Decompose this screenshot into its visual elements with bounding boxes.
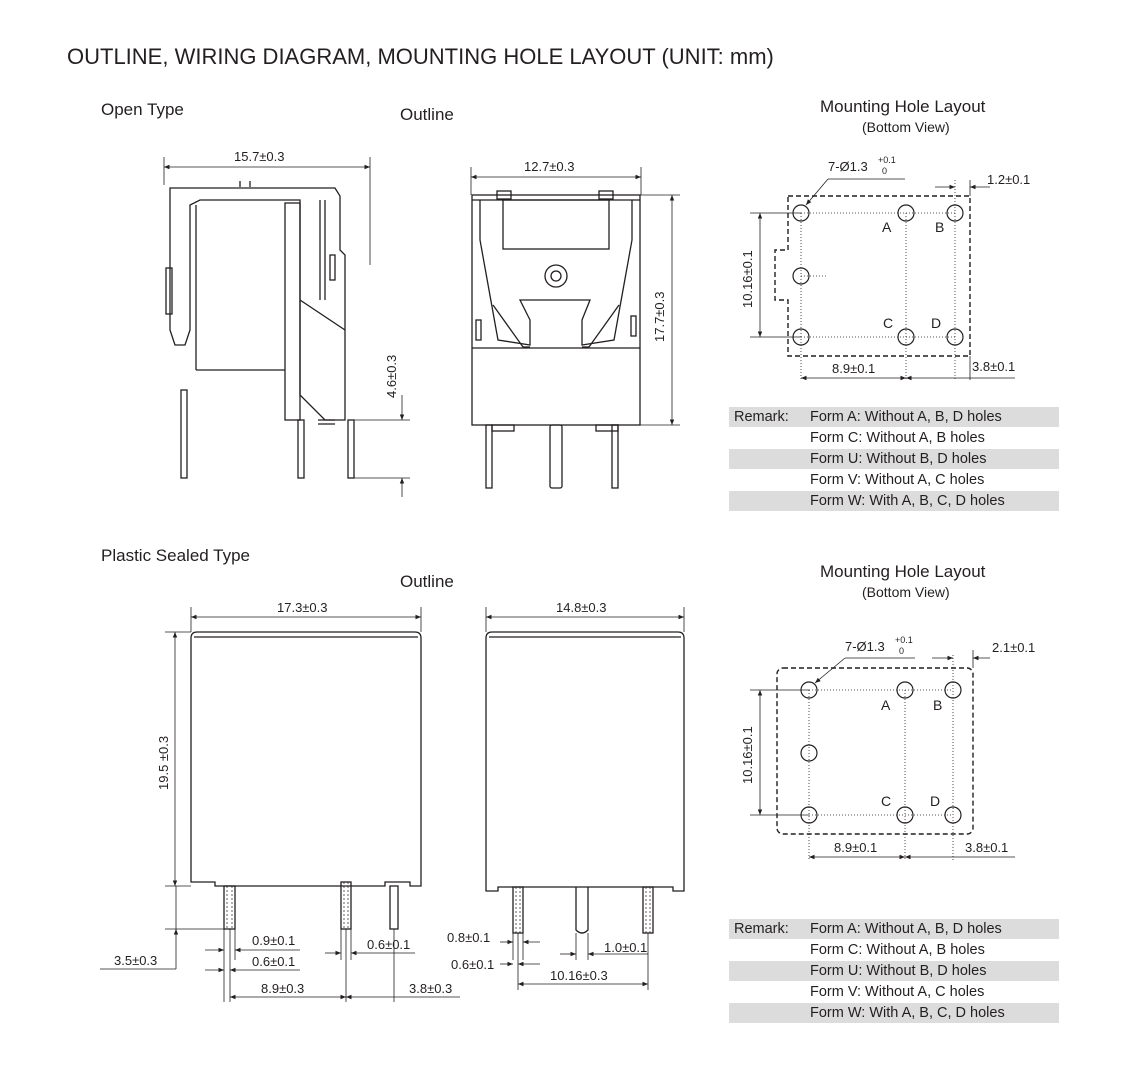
remark-text: Form V: Without A, C holes <box>810 472 985 488</box>
plastic-front-span-label: 10.16±0.3 <box>550 968 608 983</box>
remark-text: Form V: Without A, C holes <box>810 984 985 1000</box>
remark-row: Form V: Without A, C holes <box>729 982 1059 1003</box>
remark-row: Form V: Without A, C holes <box>729 470 1059 491</box>
remark-text: Form W: With A, B, C, D holes <box>810 493 1005 509</box>
plastic-spacing2-label: 3.8±0.3 <box>409 981 452 996</box>
plastic-hole-tol-bot: 0 <box>899 646 904 656</box>
remark-text: Form A: Without A, B, D holes <box>810 409 1002 425</box>
open-width-side-label: 15.7±0.3 <box>234 149 285 164</box>
remark-text: Form C: Without A, B holes <box>810 430 985 446</box>
page-title: OUTLINE, WIRING DIAGRAM, MOUNTING HOLE L… <box>67 44 774 69</box>
remark-text: Form W: With A, B, C, D holes <box>810 1005 1005 1021</box>
remark-row: Form W: With A, B, C, D holes <box>729 491 1059 512</box>
open-remarks-table: Remark: Form A: Without A, B, D holes For… <box>729 407 1059 512</box>
remark-row: Form C: Without A, B holes <box>729 940 1059 961</box>
open-mounting-title: Mounting Hole Layout <box>820 97 986 116</box>
remark-row: Form U: Without B, D holes <box>729 449 1059 470</box>
plastic-hole-a: A <box>881 697 891 713</box>
plastic-type-heading: Plastic Sealed Type <box>101 546 250 565</box>
open-horiz-label: 8.9±0.1 <box>832 361 875 376</box>
open-hole-diam-label: 7-Ø1.3 <box>828 159 868 174</box>
plastic-front-view <box>485 607 685 990</box>
plastic-hole-diam-label: 7-Ø1.3 <box>845 639 885 654</box>
plastic-horiz-label: 8.9±0.1 <box>834 840 877 855</box>
plastic-front-a-label: 0.8±0.1 <box>447 930 490 945</box>
plastic-outline-label: Outline <box>400 572 454 591</box>
plastic-hole-d: D <box>930 793 940 809</box>
plastic-mounting-layout <box>750 650 1015 860</box>
open-height-label: 17.7±0.3 <box>652 291 667 342</box>
open-hole-tol-bot: 0 <box>882 166 887 176</box>
plastic-front-c-label: 1.0±0.1 <box>604 940 647 955</box>
open-hole-a: A <box>882 219 892 235</box>
open-front-view <box>470 167 680 489</box>
open-type-heading: Open Type <box>101 100 184 119</box>
plastic-vert-label: 10.16±0.1 <box>740 726 755 784</box>
plastic-edge-label: 2.1±0.1 <box>992 640 1035 655</box>
open-right-label: 3.8±0.1 <box>972 359 1015 374</box>
plastic-remarks-table: Remark: Form A: Without A, B, D holes For… <box>729 919 1059 1024</box>
plastic-front-b-label: 0.6±0.1 <box>451 957 494 972</box>
open-mounting-subtitle: (Bottom View) <box>862 119 950 135</box>
plastic-mounting-subtitle: (Bottom View) <box>862 584 950 600</box>
remark-text: Form U: Without B, D holes <box>810 451 987 467</box>
plastic-side-view <box>100 607 460 1002</box>
remark-row: Remark: Form A: Without A, B, D holes <box>729 919 1059 940</box>
plastic-width-front-label: 14.8±0.3 <box>556 600 607 615</box>
remark-text: Form C: Without A, B holes <box>810 942 985 958</box>
open-width-front-label: 12.7±0.3 <box>524 159 575 174</box>
open-mounting-layout <box>750 178 1015 381</box>
plastic-pin-len-label: 3.5±0.3 <box>114 953 157 968</box>
plastic-hole-c: C <box>881 793 891 809</box>
remark-row: Form U: Without B, D holes <box>729 961 1059 982</box>
remark-prefix: Remark: <box>734 921 789 937</box>
open-hole-c: C <box>883 315 893 331</box>
remark-prefix: Remark: <box>734 409 789 425</box>
open-side-view <box>163 157 410 497</box>
open-edge-label: 1.2±0.1 <box>987 172 1030 187</box>
plastic-width-side-label: 17.3±0.3 <box>277 600 328 615</box>
plastic-pin-a-label: 0.9±0.1 <box>252 933 295 948</box>
open-hole-tol-top: +0.1 <box>878 155 896 165</box>
open-pin-label: 4.6±0.3 <box>384 355 399 398</box>
plastic-hole-b: B <box>933 697 942 713</box>
plastic-mounting-title: Mounting Hole Layout <box>820 562 986 581</box>
open-outline-label: Outline <box>400 105 454 124</box>
remark-row: Form C: Without A, B holes <box>729 428 1059 449</box>
plastic-height-label: 19.5 ±0.3 <box>156 736 171 790</box>
remark-row: Form W: With A, B, C, D holes <box>729 1003 1059 1024</box>
remark-text: Form A: Without A, B, D holes <box>810 921 1002 937</box>
open-hole-b: B <box>935 219 944 235</box>
plastic-right-label: 3.8±0.1 <box>965 840 1008 855</box>
plastic-hole-tol-top: +0.1 <box>895 635 913 645</box>
open-hole-d: D <box>931 315 941 331</box>
remark-row: Remark: Form A: Without A, B, D holes <box>729 407 1059 428</box>
open-vert-label: 10.16±0.1 <box>740 250 755 308</box>
remark-text: Form U: Without B, D holes <box>810 963 987 979</box>
plastic-spacing1-label: 8.9±0.3 <box>261 981 304 996</box>
plastic-pin-c-label: 0.6±0.1 <box>367 937 410 952</box>
plastic-pin-b-label: 0.6±0.1 <box>252 954 295 969</box>
